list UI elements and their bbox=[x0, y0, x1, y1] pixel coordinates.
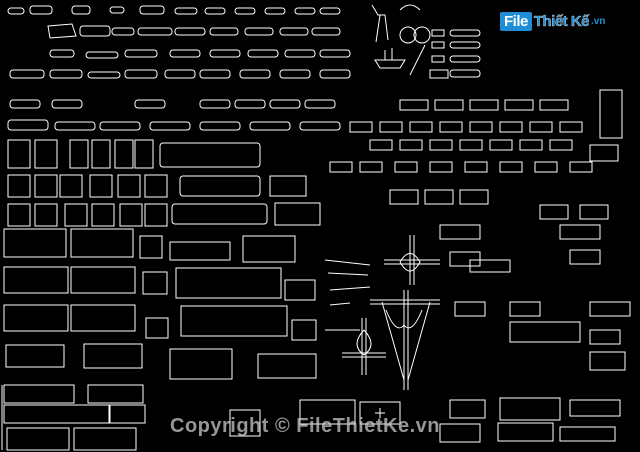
road-interchanges bbox=[324, 235, 440, 390]
logo-file-box: File bbox=[500, 12, 532, 31]
car-rows bbox=[7, 5, 351, 131]
carriage-and-boats bbox=[371, 4, 481, 79]
topdown-vehicles bbox=[329, 89, 623, 220]
logo-domain: .vn bbox=[591, 16, 606, 27]
filethietke-logo: File Thiết Kế .vn bbox=[500, 12, 605, 31]
trucks-machinery bbox=[439, 224, 631, 443]
ambulances bbox=[229, 399, 401, 437]
logo-thiet-ke-text: Thiết Kế bbox=[533, 13, 590, 30]
copyright-watermark: Copyright © FileThietKe.vn bbox=[170, 415, 440, 437]
bus-rows bbox=[7, 139, 321, 227]
semi-trailers bbox=[3, 228, 317, 451]
